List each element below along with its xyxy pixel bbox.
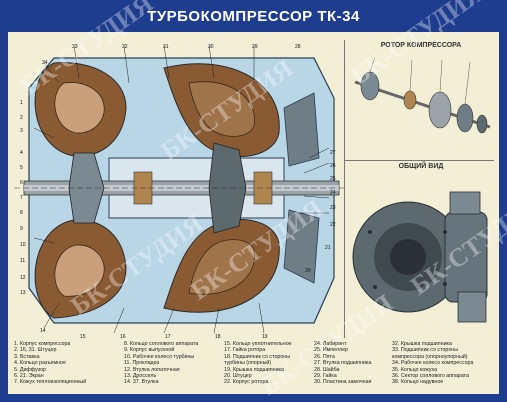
legend-item: 28. Шайба [314,366,340,373]
legend-column: 15. Кольцо уплотнительное 17. Гайка рото… [224,341,292,386]
legend-item: 24. Лабиринт [314,341,347,347]
legend-item: 11. Прокладка [124,360,160,367]
turbocharger-cross-section [14,45,344,334]
legend-item: 27. Втулка подшипника [314,360,372,367]
legend-item: 10. Рабочее колесо турбины [124,353,195,360]
parts-legend: 1. Корпус компрессора 2. 16, 31. Штуцер … [14,341,496,393]
compressor-rotor-illustration [354,56,491,134]
turbocharger-overview-illustration [352,191,488,323]
legend-item: 12. Втулка лопаточная [124,366,180,373]
legend-item: 33. Подшипник со стороны [392,347,459,354]
legend-item: 22. Корпус ротора [224,379,269,386]
legend-column: 24. Лабиринт 25. Импеллер 26. Пята 27. В… [314,341,371,386]
legend-column: 32. Крышка подшипника 33. Подшипник со с… [392,341,473,386]
legend-column: 8. Кольцо соплового аппарата 9. Корпус в… [124,341,198,386]
panel-divider-horizontal [344,160,494,161]
legend-item: 34. Рабочее колесо компрессора [392,360,474,367]
legend-item: 30. Пластина замочная [314,379,372,386]
legend-item: 1. Корпус компрессора [14,341,71,347]
legend-item: 26. Пята [314,353,335,360]
legend-item: 38. Кольцо надувное [392,379,444,386]
legend-item: 35. Кольцо кожуха [392,366,438,373]
legend-item: 5. Диффузор [14,366,47,373]
legend-item: 32. Крышка подшипника [392,341,452,347]
legend-item: 25. Импеллер [314,347,348,354]
legend-item: 8. Кольцо соплового аппарата [124,341,199,347]
legend-item: компрессора (опорноупорный) [392,353,468,360]
legend-item: 2. 16, 31. Штуцер [14,347,57,354]
legend-item: 9. Корпус выпускной [124,347,175,354]
legend-item: 20. Штуцер [224,373,252,380]
legend-item: 15. Кольцо уплотнительное [224,341,292,347]
legend-item: 18. Подшипник со стороны [224,353,291,360]
legend-item: 7. Кожух теплоизоляционный [14,379,87,386]
legend-item: 3. Вставка [14,353,40,360]
legend-item: 13. Дроссель [124,373,157,380]
legend-item: 17. Гайка ротора [224,347,266,354]
overview-panel-title: ОБЩИЙ ВИД [398,163,444,170]
legend-item: турбины (опорный) [224,360,272,367]
legend-item: 14. 37. Втулка [124,379,159,386]
legend-item: 29. Гайка [314,373,337,380]
legend-item: 4. Кольцо разъемное [14,360,66,367]
legend-item: 6. 21. Экран [14,373,44,380]
legend-item: 36. Сектор соплового аппарата [392,373,469,380]
rotor-panel-title: РОТОР КОМПРЕССОРА [380,42,462,49]
legend-item: 19. Крышка подшипника [224,366,284,373]
panel-divider-vertical [344,40,345,338]
poster-title: ТУРБОКОМПРЕССОР ТК-34 [147,8,360,25]
legend-column: 1. Корпус компрессора 2. 16, 31. Штуцер … [14,341,86,386]
